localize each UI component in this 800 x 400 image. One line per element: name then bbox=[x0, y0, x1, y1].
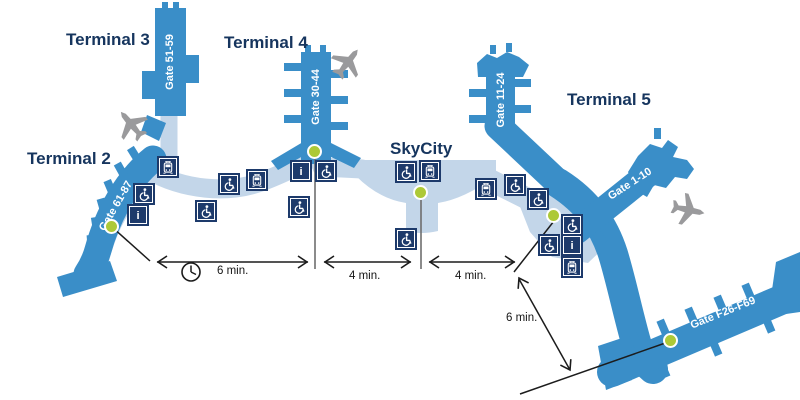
terminal-3-label: Terminal 3 bbox=[66, 30, 150, 49]
wheelchair-icon bbox=[197, 202, 215, 220]
location-marker-terminal-5 bbox=[546, 208, 561, 223]
skycity-label: SkyCity bbox=[390, 139, 453, 158]
info-icon: i bbox=[563, 236, 581, 254]
location-marker-terminal-4 bbox=[307, 144, 322, 159]
wheelchair-icon bbox=[540, 236, 558, 254]
train-icon bbox=[477, 180, 495, 198]
gate-51-59-label: Gate 51-59 bbox=[164, 34, 176, 90]
location-marker-skycity bbox=[413, 185, 428, 200]
gate-30-44-label: Gate 30-44 bbox=[310, 69, 322, 125]
location-marker-terminal-2 bbox=[104, 219, 119, 234]
airplane-icon bbox=[120, 111, 148, 142]
location-marker-gate-f26-f69 bbox=[663, 333, 678, 348]
terminal-3-pier bbox=[141, 2, 199, 141]
terminal-2-pier bbox=[57, 145, 167, 297]
walk-time-t4-skycity: 4 min. bbox=[349, 270, 381, 282]
walk-time-skycity-t5: 4 min. bbox=[455, 270, 487, 282]
terminal-5-east-pier bbox=[561, 128, 694, 262]
terminal-2-label: Terminal 2 bbox=[27, 149, 111, 168]
wheelchair-icon bbox=[317, 162, 335, 180]
wheelchair-icon bbox=[220, 175, 238, 193]
airplane-icon bbox=[670, 193, 705, 225]
train-icon bbox=[248, 171, 266, 189]
walkway-shapes bbox=[92, 91, 610, 272]
terminal-shapes bbox=[57, 2, 800, 390]
terminal-4-label: Terminal 4 bbox=[224, 33, 308, 52]
wheelchair-icon bbox=[135, 185, 153, 203]
train-icon bbox=[421, 162, 439, 180]
gate-11-24-label: Gate 11-24 bbox=[495, 72, 507, 128]
wheelchair-icon bbox=[563, 216, 581, 234]
train-icon bbox=[159, 158, 177, 176]
airplanes-layer bbox=[120, 49, 705, 225]
clock-icon bbox=[181, 262, 201, 282]
walk-time-t2-t4: 6 min. bbox=[217, 265, 249, 277]
svg-text:i: i bbox=[136, 210, 139, 222]
wheelchair-icon bbox=[506, 176, 524, 194]
wheelchair-icon bbox=[397, 163, 415, 181]
wheelchair-icon bbox=[529, 190, 547, 208]
airplane-icon bbox=[330, 49, 359, 80]
info-icon: i bbox=[292, 162, 310, 180]
train-icon bbox=[563, 258, 581, 276]
terminal-5-label: Terminal 5 bbox=[567, 90, 651, 109]
walk-time-t5-fpier: 6 min. bbox=[506, 312, 538, 324]
wheelchair-icon bbox=[290, 198, 308, 216]
info-icon: i bbox=[129, 206, 147, 224]
svg-text:i: i bbox=[570, 240, 573, 252]
wheelchair-icon bbox=[397, 230, 415, 248]
walk-lines bbox=[111, 158, 672, 395]
svg-text:i: i bbox=[299, 166, 302, 178]
